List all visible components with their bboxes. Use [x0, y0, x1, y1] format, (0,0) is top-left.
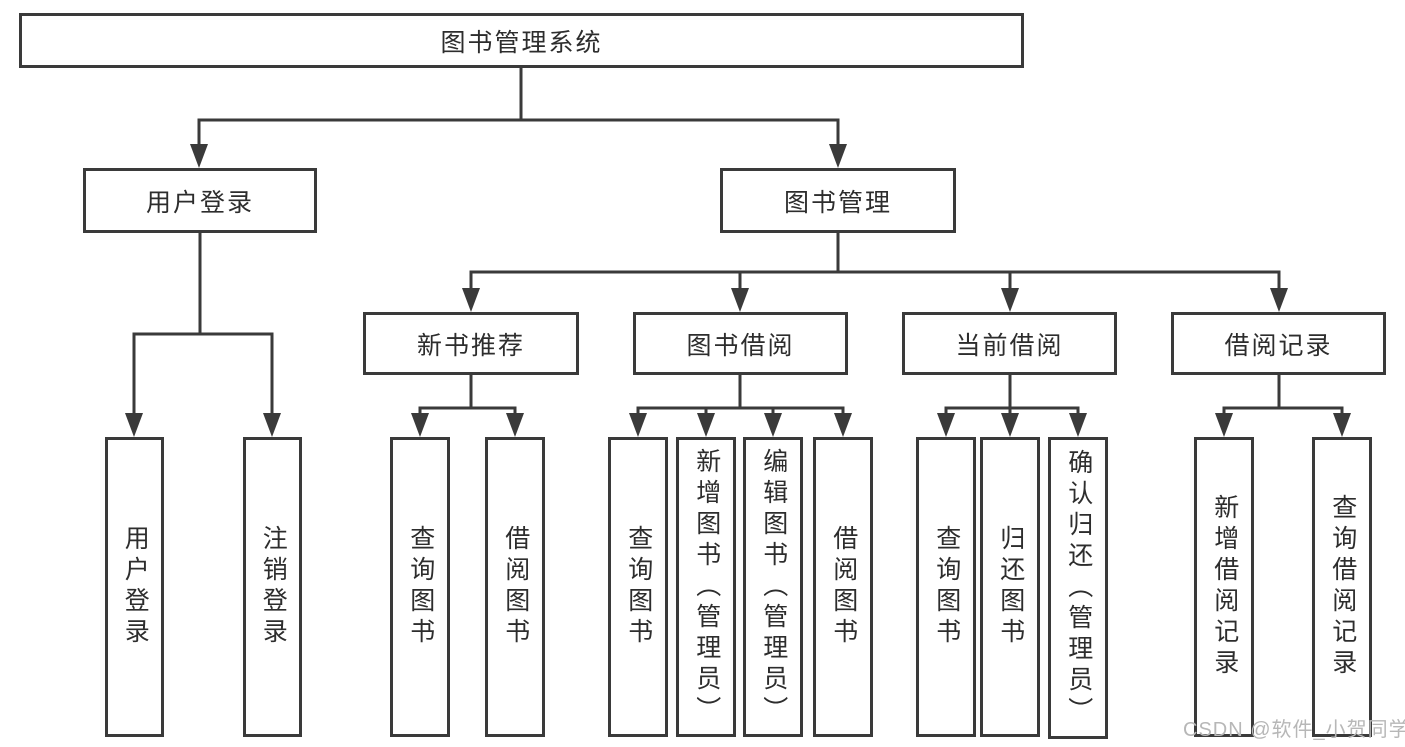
leaf-borrow-books-label: 借阅图书: [829, 525, 858, 649]
node-new-book-recommend: 新书推荐: [363, 312, 579, 375]
leaf-add-borrow-record: 新增借阅记录: [1194, 437, 1254, 737]
leaf-user-login: 用户登录: [105, 437, 164, 737]
leaf-add-borrow-record-label: 新增借阅记录: [1210, 494, 1239, 680]
leaf-query-books-recommend: 查询图书: [390, 437, 450, 737]
leaf-return-books-label: 归还图书: [996, 525, 1025, 649]
node-current-borrow-label: 当前借阅: [955, 331, 1064, 360]
node-borrow-records: 借阅记录: [1171, 312, 1386, 375]
leaf-confirm-return-admin: 确认归还（管理员）: [1048, 437, 1108, 739]
leaf-borrow-books-recommend: 借阅图书: [485, 437, 545, 737]
leaf-query-books-borrow: 查询图书: [608, 437, 668, 737]
leaf-query-borrow-record: 查询借阅记录: [1312, 437, 1372, 737]
leaf-query-borrow-record-label: 查询借阅记录: [1328, 494, 1357, 680]
leaf-query-books-borrow-label: 查询图书: [624, 525, 653, 649]
node-book-borrow-label: 图书借阅: [686, 331, 795, 360]
node-new-book-recommend-label: 新书推荐: [416, 331, 525, 360]
leaf-query-books-current: 查询图书: [916, 437, 976, 737]
node-book-management: 图书管理: [720, 168, 956, 233]
leaf-logout-label: 注销登录: [259, 525, 288, 649]
node-book-management-label: 图书管理: [783, 188, 892, 217]
node-root-label: 图书管理系统: [440, 28, 603, 57]
leaf-user-login-label: 用户登录: [121, 525, 150, 649]
watermark-text: CSDN @软件_小贺同学: [1183, 719, 1405, 741]
leaf-borrow-books: 借阅图书: [813, 437, 873, 737]
leaf-edit-book-admin: 编辑图书（管理员）: [743, 437, 803, 737]
leaf-query-books-recommend-label: 查询图书: [406, 525, 435, 649]
node-current-borrow: 当前借阅: [902, 312, 1117, 375]
leaf-borrow-books-recommend-label: 借阅图书: [501, 525, 530, 649]
leaf-edit-book-admin-label: 编辑图书（管理员）: [759, 447, 788, 727]
leaf-add-book-admin: 新增图书（管理员）: [676, 437, 736, 737]
leaf-logout: 注销登录: [243, 437, 302, 737]
leaf-query-books-current-label: 查询图书: [932, 525, 961, 649]
leaf-confirm-return-admin-label: 确认归还（管理员）: [1064, 448, 1093, 728]
node-user-login-label: 用户登录: [145, 188, 254, 217]
node-book-borrow: 图书借阅: [633, 312, 848, 375]
node-borrow-records-label: 借阅记录: [1224, 331, 1333, 360]
leaf-return-books: 归还图书: [980, 437, 1040, 737]
node-user-login: 用户登录: [83, 168, 317, 233]
leaf-add-book-admin-label: 新增图书（管理员）: [692, 447, 721, 727]
node-root: 图书管理系统: [19, 13, 1024, 68]
